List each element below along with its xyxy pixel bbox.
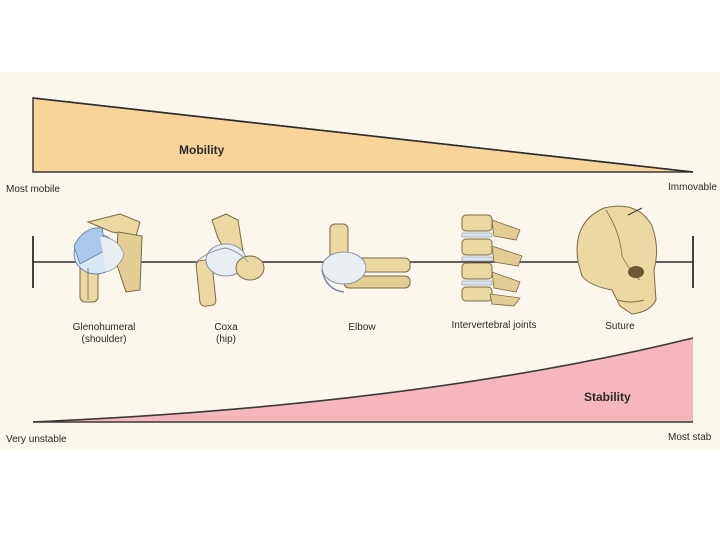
stability-wedge-edge: [32, 337, 694, 423]
joint-name: Suture: [605, 321, 635, 332]
joint-label-elbow: Elbow: [348, 322, 375, 334]
shoulder-joint-illustration: [73, 213, 143, 303]
intervertebral-joints-illustration: [461, 214, 523, 307]
hip-joint-illustration: [195, 213, 265, 307]
suture-skull-illustration: [576, 205, 658, 315]
stability-wedge: [33, 338, 693, 422]
most-stable-label: Most stab: [668, 432, 712, 443]
joint-label-shoulder: Glenohumeral (shoulder): [73, 322, 136, 346]
very-unstable-label: Very unstable: [6, 434, 67, 445]
mobility-title: Mobility: [179, 143, 225, 157]
mobility-wedge-edge: [32, 97, 694, 173]
joint-name: Coxa: [214, 322, 238, 333]
most-mobile-label: Most mobile: [6, 184, 60, 195]
elbow-joint-illustration: [321, 223, 411, 293]
joint-name: Intervertebral joints: [451, 320, 537, 331]
joint-label-hip: Coxa (hip): [214, 322, 237, 346]
suture-pointer-arrow: [627, 207, 643, 216]
joint-subname: (hip): [215, 334, 237, 345]
joint-label-suture: Suture: [605, 321, 634, 333]
joint-subname: (shoulder): [81, 334, 127, 345]
joint-name: Elbow: [348, 322, 376, 333]
joint-name: Glenohumeral: [72, 322, 136, 333]
joint-label-intervertebral: Intervertebral joints: [451, 320, 536, 332]
immovable-label: Immovable: [668, 182, 717, 193]
stability-title: Stability: [584, 390, 631, 404]
